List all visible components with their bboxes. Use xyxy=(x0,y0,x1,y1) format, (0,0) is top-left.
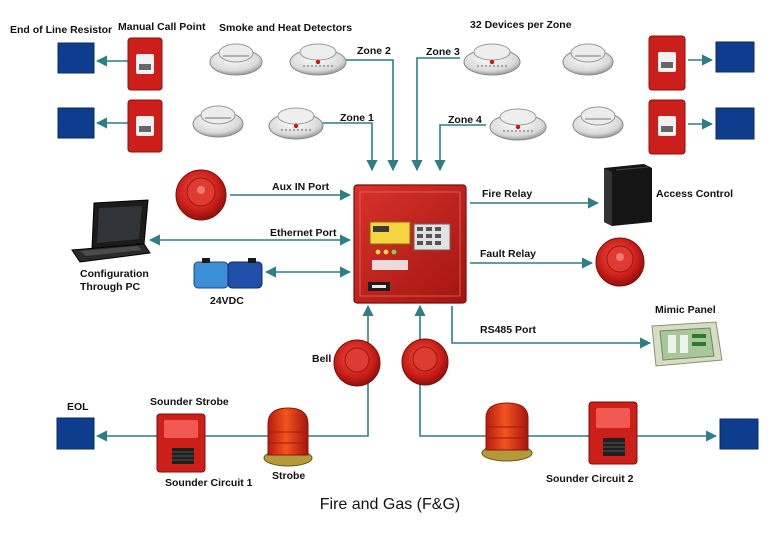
eol-box-top-right xyxy=(715,41,755,73)
label-through-pc: Through PC xyxy=(80,281,140,293)
label-smoke-heat-detectors: Smoke and Heat Detectors xyxy=(219,22,352,34)
label-ethernet-port: Ethernet Port xyxy=(270,227,337,239)
eol-box-top-left xyxy=(57,42,95,74)
labels: End of Line Resistor Manual Call Point S… xyxy=(10,19,733,513)
mimic-panel-device xyxy=(651,321,723,367)
label-strobe: Strobe xyxy=(272,470,305,482)
label-rs485-port: RS485 Port xyxy=(480,324,537,336)
label-fire-relay: Fire Relay xyxy=(482,188,532,200)
wire-rs485 xyxy=(451,306,652,349)
heat-detector-2 xyxy=(268,107,324,140)
wire-zone4 xyxy=(434,124,486,172)
label-zone-4: Zone 4 xyxy=(448,114,482,126)
fire-alarm-control-panel xyxy=(353,184,467,304)
label-24vdc: 24VDC xyxy=(210,295,244,307)
label-fault-relay: Fault Relay xyxy=(480,248,536,260)
manual-call-point-mid-right xyxy=(648,99,686,155)
label-zone-2: Zone 2 xyxy=(357,45,391,57)
label-zone-1: Zone 1 xyxy=(340,112,374,124)
eol-resistors xyxy=(56,41,759,450)
label-bell: Bell xyxy=(312,353,331,365)
label-configuration: Configuration xyxy=(80,268,149,280)
laptop xyxy=(71,199,151,263)
panel-display xyxy=(369,221,411,245)
aux-in-bell xyxy=(175,169,227,221)
wire-sounder-circuit-1 xyxy=(95,306,369,442)
label-32-devices-per-zone: 32 Devices per Zone xyxy=(470,19,572,31)
label-sounder-circuit-1: Sounder Circuit 1 xyxy=(165,477,253,489)
label-manual-call-point: Manual Call Point xyxy=(118,21,206,33)
bell-sounder-2 xyxy=(401,338,449,386)
strobe-left xyxy=(263,407,313,467)
heat-detector-1 xyxy=(289,43,347,76)
smoke-detector-2 xyxy=(192,105,244,138)
heat-detector-4 xyxy=(489,108,547,141)
eol-box-bottom-left xyxy=(56,417,95,450)
wire-zone3 xyxy=(411,57,460,172)
label-eol-resistor: End of Line Resistor xyxy=(10,24,112,36)
sounder-strobe-right xyxy=(588,401,638,465)
eol-box-mid-right xyxy=(715,107,755,140)
label-aux-in-port: Aux IN Port xyxy=(272,181,330,193)
smoke-detector-4 xyxy=(572,106,624,139)
fault-relay-bell xyxy=(595,237,645,287)
eol-box-mid-left xyxy=(57,107,95,139)
eol-box-bottom-right xyxy=(719,418,759,450)
label-access-control: Access Control xyxy=(656,188,733,200)
label-mimic-panel: Mimic Panel xyxy=(655,304,716,316)
manual-call-point-mid-left xyxy=(127,99,163,153)
label-sounder-circuit-2: Sounder Circuit 2 xyxy=(546,473,634,485)
diagram-caption: Fire and Gas (F&G) xyxy=(320,496,460,513)
manual-call-point-top-right xyxy=(648,35,686,91)
label-zone-3: Zone 3 xyxy=(426,46,460,58)
heat-detector-3 xyxy=(463,43,521,76)
wire-zone2 xyxy=(345,59,399,172)
label-eol: EOL xyxy=(67,401,89,413)
battery-24vdc xyxy=(193,258,263,289)
access-control-unit xyxy=(604,164,652,226)
detectors xyxy=(192,43,624,141)
manual-call-points xyxy=(127,35,686,155)
label-sounder-strobe: Sounder Strobe xyxy=(150,396,229,408)
bell-sounder xyxy=(333,339,381,387)
manual-call-point-top-left xyxy=(127,37,163,91)
wire-zone1 xyxy=(322,122,378,172)
smoke-detector-1 xyxy=(209,43,263,76)
sounder-strobe-left xyxy=(156,413,206,473)
smoke-detector-3 xyxy=(562,43,614,76)
strobe-right xyxy=(481,402,533,462)
